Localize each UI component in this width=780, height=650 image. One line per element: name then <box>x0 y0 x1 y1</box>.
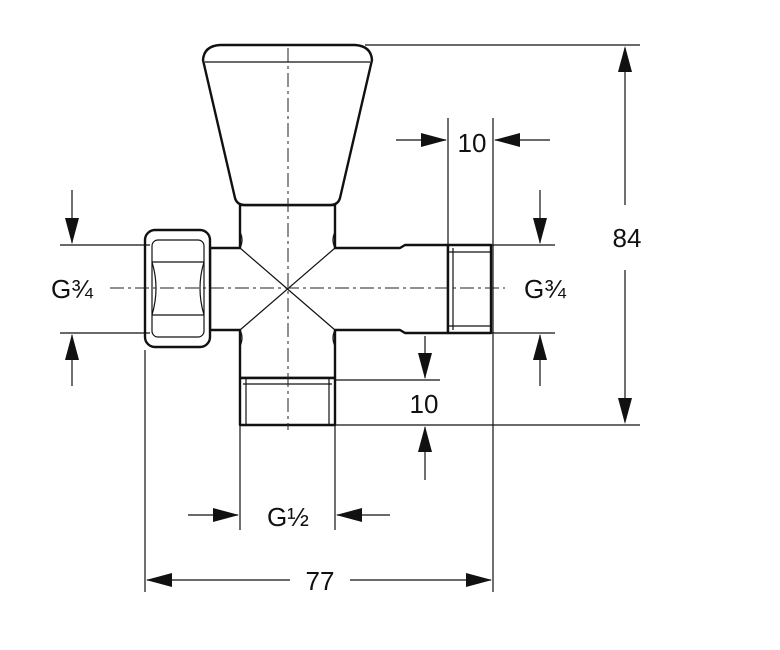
extension-lines <box>60 44 640 592</box>
dim-bottom-right-label: 10 <box>410 389 439 419</box>
dimension-bottom-right: 10 <box>410 336 439 480</box>
dim-width-label: 77 <box>306 566 335 596</box>
left-thread-label: G¾ <box>51 274 93 304</box>
dimension-left-thread: G¾ <box>51 190 93 386</box>
dimension-right-thread: G¾ <box>524 190 566 386</box>
dimension-height: 84 <box>613 46 642 424</box>
right-thread-label: G¾ <box>524 274 566 304</box>
center-lines <box>110 48 505 430</box>
dimension-bottom-thread: G½ <box>188 502 390 532</box>
dimension-width: 77 <box>146 566 492 596</box>
valve-body <box>208 203 450 380</box>
right-thread <box>446 243 493 335</box>
bottom-thread-label: G½ <box>267 502 309 532</box>
dim-top-right-label: 10 <box>458 128 487 158</box>
dim-height-label: 84 <box>613 223 642 253</box>
dimension-top-right: 10 <box>396 128 550 158</box>
